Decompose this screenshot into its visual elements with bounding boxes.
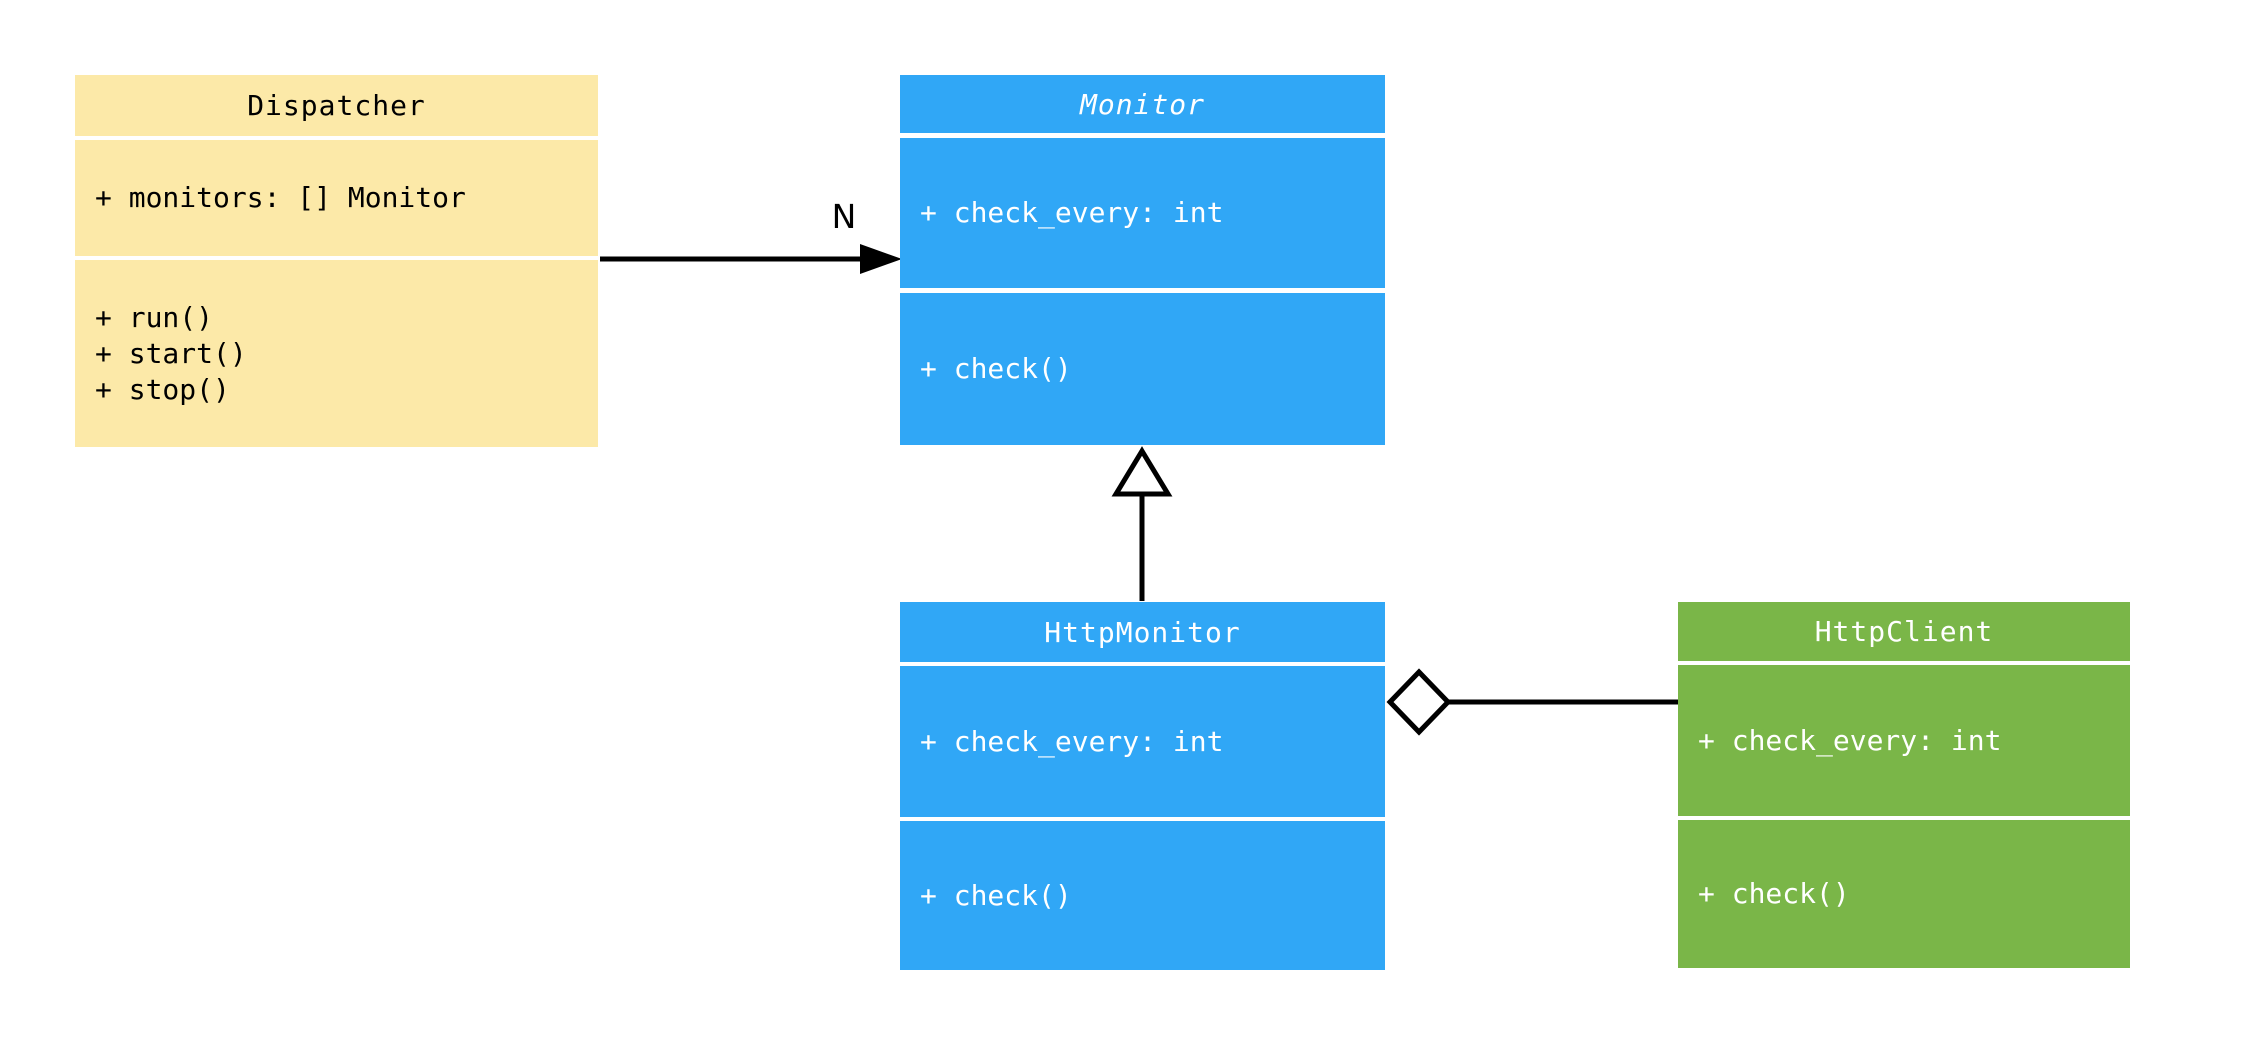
inheritance-triangle-icon — [1111, 446, 1173, 497]
section-divider — [900, 288, 1385, 293]
class-title: Dispatcher — [75, 75, 598, 136]
class-box-http-client: HttpClient + check_every: int + check() — [1678, 602, 2130, 968]
association-arrow — [600, 244, 902, 274]
class-attributes-section: + check_every: int — [900, 666, 1385, 817]
class-method: + run() — [95, 300, 214, 334]
class-methods-section: + check() — [900, 293, 1385, 445]
aggregation-diamond-icon — [1386, 668, 1452, 736]
class-title: Monitor — [900, 75, 1385, 133]
class-title: HttpMonitor — [900, 602, 1385, 662]
class-attributes-section: + check_every: int — [1678, 665, 2130, 816]
class-methods-section: + check() — [1678, 820, 2130, 968]
section-divider — [900, 662, 1385, 666]
class-method: + start() — [95, 336, 247, 370]
multiplicity-label: N — [831, 197, 857, 236]
class-method: + check() — [920, 352, 1072, 385]
class-methods-section: + run() + start() + stop() — [75, 260, 598, 447]
inheritance-arrow — [1111, 446, 1173, 601]
class-attribute: + check_every: int — [920, 724, 1224, 758]
class-attribute: + check_every: int — [920, 196, 1224, 229]
section-divider — [1678, 661, 2130, 665]
class-method: + stop() — [95, 372, 230, 406]
section-divider — [75, 136, 598, 140]
class-box-monitor: Monitor + check_every: int + check() — [900, 75, 1385, 445]
section-divider — [75, 256, 598, 260]
section-divider — [1678, 816, 2130, 820]
class-box-dispatcher: Dispatcher + monitors: [] Monitor + run(… — [75, 75, 598, 447]
section-divider — [900, 817, 1385, 821]
class-method: + check() — [1698, 877, 1850, 910]
class-attributes-section: + monitors: [] Monitor — [75, 140, 598, 256]
class-attribute: + monitors: [] Monitor — [95, 181, 466, 214]
aggregation-connector — [1386, 668, 1678, 736]
class-attributes-section: + check_every: int — [900, 138, 1385, 288]
class-methods-section: + check() — [900, 821, 1385, 970]
class-attribute: + check_every: int — [1698, 723, 2002, 757]
class-title: HttpClient — [1678, 602, 2130, 661]
section-divider — [900, 133, 1385, 138]
class-box-http-monitor: HttpMonitor + check_every: int + check() — [900, 602, 1385, 970]
class-method: + check() — [920, 878, 1072, 912]
association-arrowhead — [860, 244, 902, 274]
